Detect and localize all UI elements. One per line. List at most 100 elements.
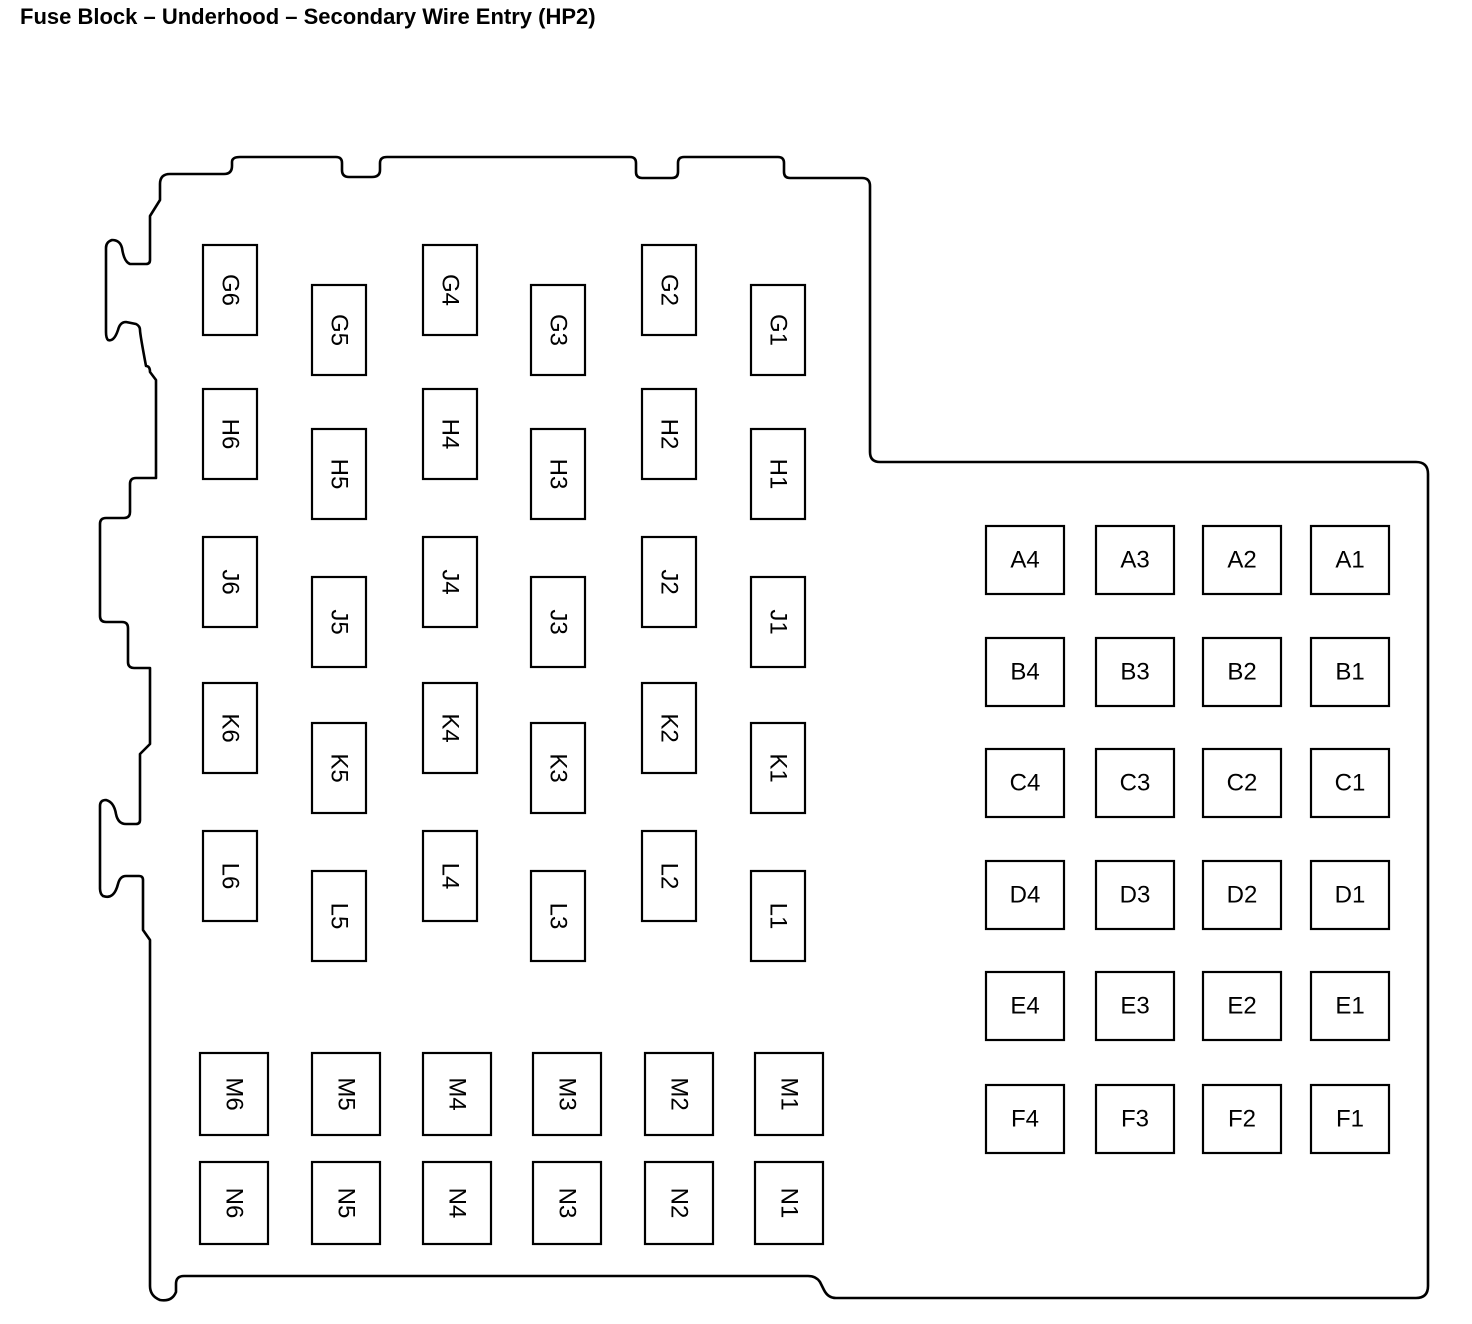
fuse-block-outline xyxy=(98,155,1430,1302)
slot-j3: J3 xyxy=(529,575,587,669)
slot-box xyxy=(1094,747,1176,819)
slot-n5: N5 xyxy=(310,1160,382,1246)
slot-l2: L2 xyxy=(640,829,698,923)
slot-box xyxy=(640,829,698,923)
slot-box xyxy=(310,427,368,521)
slot-label: E4 xyxy=(1010,993,1039,1020)
slot-label: H5 xyxy=(326,459,353,490)
slot-label: J6 xyxy=(217,569,244,594)
slot-label: M6 xyxy=(221,1077,248,1110)
slot-label: J1 xyxy=(765,609,792,634)
slot-box xyxy=(1201,636,1283,708)
slot-box xyxy=(201,535,259,629)
slot-f1: F1 xyxy=(1309,1083,1391,1155)
slot-label: H4 xyxy=(437,419,464,450)
slot-box xyxy=(1094,636,1176,708)
slot-k6: K6 xyxy=(201,681,259,775)
slot-m6: M6 xyxy=(198,1051,270,1137)
slot-box xyxy=(1201,524,1283,596)
slot-box xyxy=(640,681,698,775)
slot-box xyxy=(421,1051,493,1137)
slot-m3: M3 xyxy=(531,1051,603,1137)
slot-h4: H4 xyxy=(421,387,479,481)
slot-l1: L1 xyxy=(749,869,807,963)
slot-g6: G6 xyxy=(201,243,259,337)
slot-box xyxy=(643,1160,715,1246)
slot-box xyxy=(984,636,1066,708)
slot-b1: B1 xyxy=(1309,636,1391,708)
slot-label: C1 xyxy=(1335,770,1366,797)
slot-box xyxy=(753,1051,825,1137)
slot-box xyxy=(749,283,807,377)
slot-box xyxy=(529,427,587,521)
slot-n3: N3 xyxy=(531,1160,603,1246)
slot-box xyxy=(643,1051,715,1137)
slot-label: L6 xyxy=(217,863,244,890)
slot-m2: M2 xyxy=(643,1051,715,1137)
slot-g4: G4 xyxy=(421,243,479,337)
slot-label: N3 xyxy=(554,1188,581,1219)
slot-label: N5 xyxy=(333,1188,360,1219)
slot-label: D3 xyxy=(1120,882,1151,909)
slot-box xyxy=(531,1160,603,1246)
slot-h3: H3 xyxy=(529,427,587,521)
slot-label: G6 xyxy=(217,274,244,306)
slot-label: G5 xyxy=(326,314,353,346)
slot-b3: B3 xyxy=(1094,636,1176,708)
slot-label: B3 xyxy=(1120,659,1149,686)
slot-j6: J6 xyxy=(201,535,259,629)
slot-l4: L4 xyxy=(421,829,479,923)
slot-label: D4 xyxy=(1010,882,1041,909)
slot-box xyxy=(1094,524,1176,596)
slot-n6: N6 xyxy=(198,1160,270,1246)
slot-b2: B2 xyxy=(1201,636,1283,708)
slot-label: J3 xyxy=(545,609,572,634)
slot-k2: K2 xyxy=(640,681,698,775)
slot-box xyxy=(984,970,1066,1042)
slot-label: G2 xyxy=(656,274,683,306)
slot-box xyxy=(421,829,479,923)
slot-box xyxy=(640,243,698,337)
slot-label: K2 xyxy=(656,713,683,742)
slot-label: D1 xyxy=(1335,882,1366,909)
slot-label: C2 xyxy=(1227,770,1258,797)
slot-label: J2 xyxy=(656,569,683,594)
slot-box xyxy=(753,1160,825,1246)
slot-m5: M5 xyxy=(310,1051,382,1137)
slot-label: G4 xyxy=(437,274,464,306)
slot-label: K5 xyxy=(326,753,353,782)
slot-label: F3 xyxy=(1121,1106,1149,1133)
slot-box xyxy=(1094,1083,1176,1155)
slot-l5: L5 xyxy=(310,869,368,963)
slot-box xyxy=(201,681,259,775)
slot-j1: J1 xyxy=(749,575,807,669)
slot-box xyxy=(640,387,698,481)
slot-box xyxy=(529,869,587,963)
slot-label: H6 xyxy=(217,419,244,450)
slot-e2: E2 xyxy=(1201,970,1283,1042)
slot-label: L4 xyxy=(437,863,464,890)
slot-label: C3 xyxy=(1120,770,1151,797)
slot-box xyxy=(198,1051,270,1137)
slot-box xyxy=(749,427,807,521)
slot-box xyxy=(310,869,368,963)
slot-e4: E4 xyxy=(984,970,1066,1042)
slot-label: L3 xyxy=(545,903,572,930)
slot-m1: M1 xyxy=(753,1051,825,1137)
slot-box xyxy=(421,1160,493,1246)
slot-c4: C4 xyxy=(984,747,1066,819)
slot-box xyxy=(310,721,368,815)
slot-box xyxy=(1309,859,1391,931)
slot-n4: N4 xyxy=(421,1160,493,1246)
slot-box xyxy=(1201,970,1283,1042)
slot-box xyxy=(984,524,1066,596)
slot-e3: E3 xyxy=(1094,970,1176,1042)
slot-box xyxy=(310,1051,382,1137)
slot-e1: E1 xyxy=(1309,970,1391,1042)
slot-c2: C2 xyxy=(1201,747,1283,819)
slot-h1: H1 xyxy=(749,427,807,521)
slot-label: A2 xyxy=(1227,547,1256,574)
slot-m4: M4 xyxy=(421,1051,493,1137)
slot-label: E3 xyxy=(1120,993,1149,1020)
slot-box xyxy=(984,859,1066,931)
